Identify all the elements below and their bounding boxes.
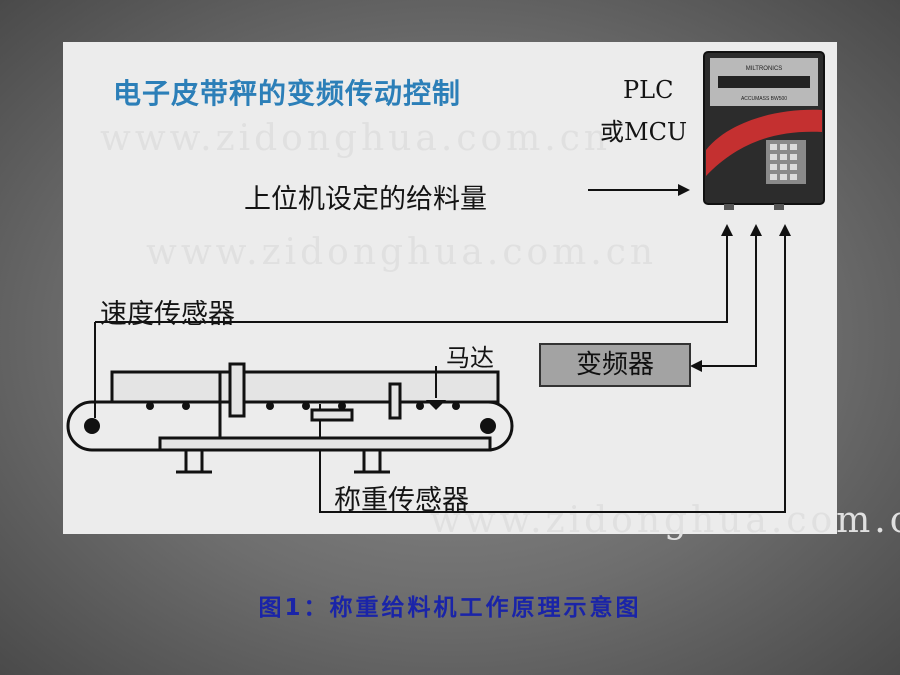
diagram-title: 电子皮带秤的变频传动控制 <box>113 77 462 110</box>
inverter-box: 变频器 <box>539 343 691 387</box>
speed-sensor-label: 速度传感器 <box>100 299 235 330</box>
controller-label-plc: PLC <box>623 76 674 104</box>
figure-caption: 图1：称重给料机工作原理示意图 <box>258 595 642 621</box>
weigh-sensor-label: 称重传感器 <box>334 485 469 516</box>
keypad <box>770 144 797 180</box>
device-model: ACCUMASS BW500 <box>741 96 787 102</box>
arrowheads <box>678 184 791 372</box>
watermark-1: www.zidonghua.com.cn <box>100 118 612 159</box>
signal-lines <box>94 189 786 513</box>
belt-rollers <box>84 400 496 434</box>
watermark-3: www.zidonghua.com.cn <box>430 500 900 541</box>
watermark-2: www.zidonghua.com.cn <box>146 232 658 273</box>
setpoint-label: 上位机设定的给料量 <box>244 184 487 215</box>
motor-label: 马达 <box>446 344 494 372</box>
controller-label-mcu: 或MCU <box>600 118 688 146</box>
device-brand: MILTRONICS <box>746 66 783 72</box>
belt-conveyor <box>66 362 514 474</box>
plc-device: MILTRONICS ACCUMASS BW500 <box>703 51 825 210</box>
